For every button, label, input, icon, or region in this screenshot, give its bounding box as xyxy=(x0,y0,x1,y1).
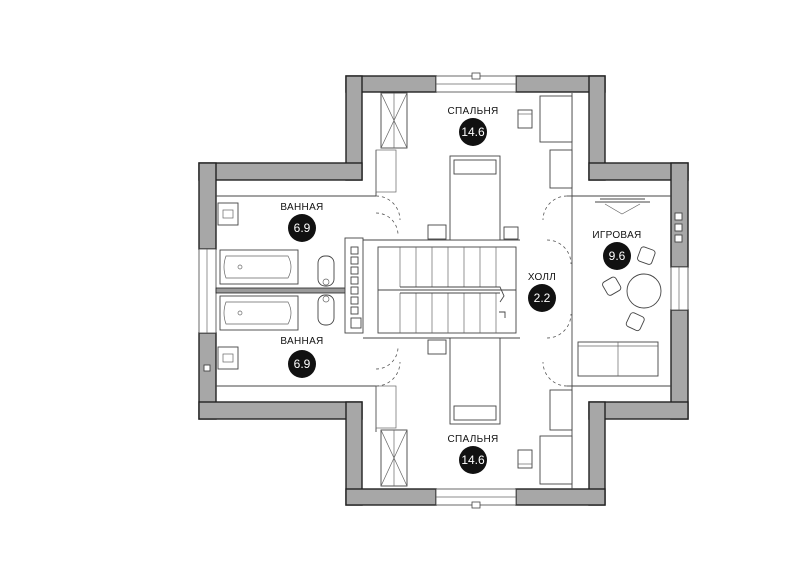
windows xyxy=(198,72,689,509)
staircase xyxy=(377,246,517,334)
room-label-hall: ХОЛЛ 2.2 xyxy=(528,272,556,312)
area-badge xyxy=(603,242,631,270)
room-name: СПАЛЬНЯ xyxy=(448,434,499,445)
area-badge xyxy=(459,446,487,474)
room-name: ХОЛЛ xyxy=(528,272,556,283)
playroom-furniture xyxy=(577,198,683,377)
hall-cabinets xyxy=(427,224,519,355)
room-name: ВАННАЯ xyxy=(280,202,323,213)
cabinet-cell xyxy=(350,296,359,305)
room-area: 14.6 xyxy=(461,125,485,139)
area-badge xyxy=(288,350,316,378)
cabinet-cell xyxy=(350,266,359,275)
room-name: ВАННАЯ xyxy=(280,336,323,347)
area-badge xyxy=(459,118,487,146)
bedroom-top-furniture xyxy=(375,92,573,265)
room-name: ИГРОВАЯ xyxy=(592,230,641,241)
room-name: СПАЛЬНЯ xyxy=(448,106,499,117)
room-label-playroom: ИГРОВАЯ 9.6 xyxy=(592,230,641,270)
cabinet-cell xyxy=(350,246,359,255)
outer-walls xyxy=(198,75,689,506)
room-area: 2.2 xyxy=(534,291,551,305)
cabinet-cell xyxy=(350,306,359,315)
room-label-bathroom-top: ВАННАЯ 6.9 xyxy=(280,202,323,242)
bedroom-bottom-furniture xyxy=(375,313,573,487)
room-area: 14.6 xyxy=(461,453,485,467)
stair-side-cabinet xyxy=(350,246,362,329)
room-area: 6.9 xyxy=(294,357,311,371)
cabinet-cell xyxy=(350,286,359,295)
bathroom-fixtures xyxy=(203,202,399,372)
room-label-bedroom-bottom: СПАЛЬНЯ 14.6 xyxy=(448,434,499,474)
area-badge xyxy=(288,214,316,242)
room-label-bathroom-bottom: ВАННАЯ 6.9 xyxy=(280,336,323,378)
room-label-bedroom-top: СПАЛЬНЯ 14.6 xyxy=(448,106,499,146)
cabinet-cell xyxy=(350,256,359,265)
room-area: 6.9 xyxy=(294,221,311,235)
cabinet-cell xyxy=(350,276,359,285)
area-badge xyxy=(528,284,556,312)
room-area: 9.6 xyxy=(609,249,626,263)
